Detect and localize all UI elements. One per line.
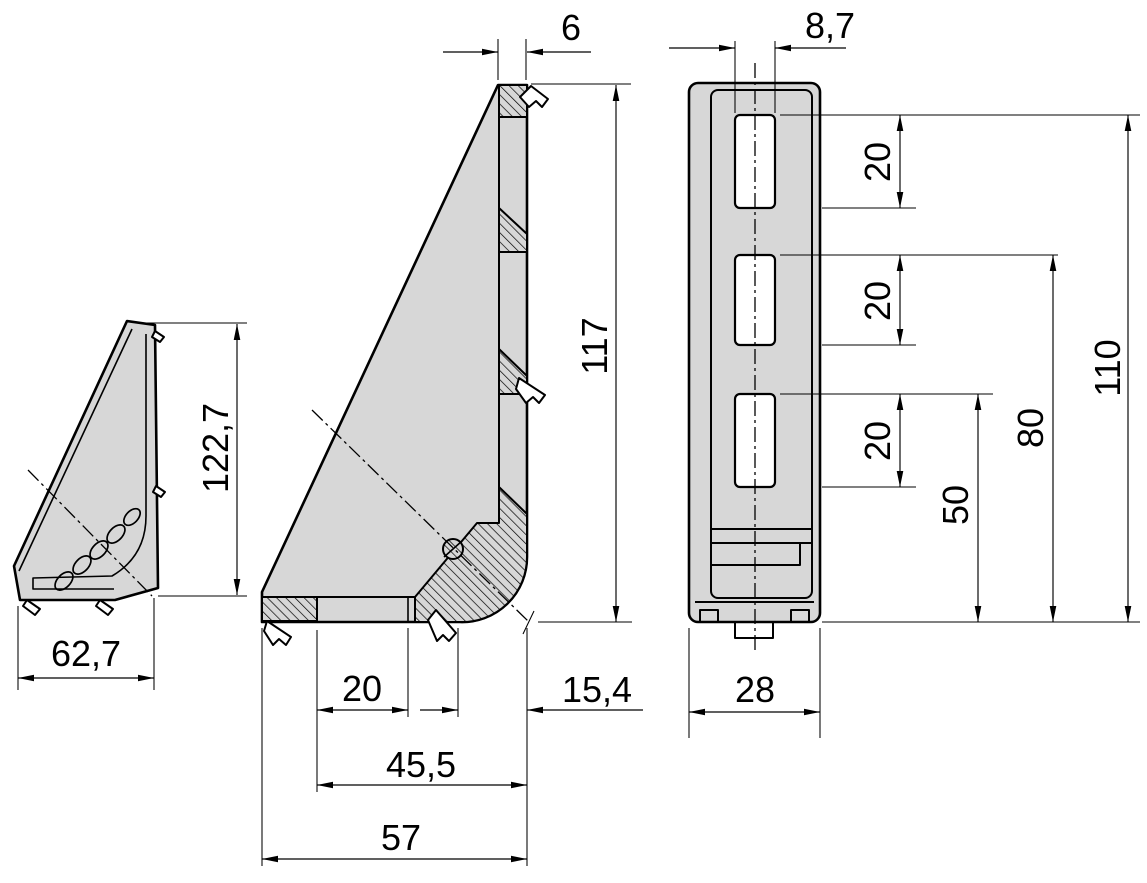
front-feet xyxy=(699,609,810,639)
hatch-base-left xyxy=(261,596,318,622)
perspective-tabs xyxy=(22,330,166,616)
section-view xyxy=(260,83,549,646)
dim-label-iso-width: 62,7 xyxy=(51,633,121,674)
rib-boss-chord xyxy=(443,540,463,558)
section-dimensions: 6 117 20 15,4 45,5 57 xyxy=(261,7,643,866)
dim-label-total-depth: 57 xyxy=(381,817,421,858)
dim-label-base-slot-offset: 20 xyxy=(342,668,382,709)
dim-label-offset-110: 110 xyxy=(1087,339,1128,396)
hatch-wall-top xyxy=(498,84,528,118)
dim-label-section-height: 117 xyxy=(574,317,615,374)
dim-label-wall-thickness: 6 xyxy=(561,7,581,48)
dim-label-iso-height: 122,7 xyxy=(195,403,236,493)
perspective-dimensions: 122,7 62,7 xyxy=(17,322,247,690)
embossed-marking xyxy=(54,507,142,591)
section-centerline xyxy=(311,409,530,623)
dim-label-offset-50: 50 xyxy=(935,485,976,525)
dim-label-slot3-length: 20 xyxy=(857,421,898,461)
dim-label-slot1-length: 20 xyxy=(857,142,898,182)
dim-label-offset-80: 80 xyxy=(1010,408,1051,448)
perspective-inner-edge xyxy=(18,328,133,572)
front-inner-outline xyxy=(710,89,813,599)
front-dimensions: 8,7 20 20 20 50 80 110 28 xyxy=(669,5,1140,738)
dim-label-edge-offset: 15,4 xyxy=(562,669,632,710)
dim-label-front-width: 28 xyxy=(735,669,775,710)
hatch-rib-band xyxy=(414,486,528,624)
dim-label-slot-width: 8,7 xyxy=(805,5,855,46)
dim-label-mid-width: 45,5 xyxy=(386,744,456,785)
centerline-tick xyxy=(522,610,535,635)
section-hooks xyxy=(263,85,549,646)
perspective-outline xyxy=(12,319,160,602)
dim-label-slot2-length: 20 xyxy=(857,281,898,321)
perspective-centerline xyxy=(27,469,153,597)
front-view xyxy=(687,63,822,652)
hatch-wall-mid1 xyxy=(498,207,528,253)
perspective-view xyxy=(12,319,166,616)
